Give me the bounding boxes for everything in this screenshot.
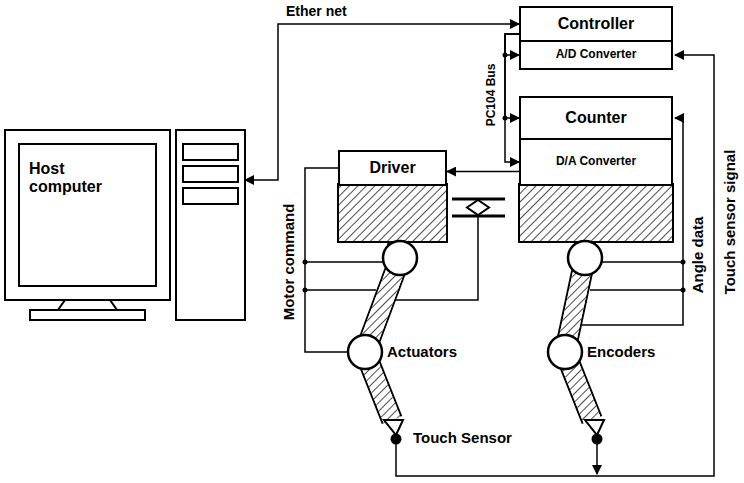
node-text: A/D Converter xyxy=(556,48,637,62)
signal-label: Motor command xyxy=(281,204,298,321)
converter-box: A/D Converter xyxy=(519,40,673,70)
connector xyxy=(505,34,519,162)
driver-box: Driver xyxy=(338,150,447,186)
encoder-joint xyxy=(568,241,602,275)
connector xyxy=(447,171,519,173)
tower-case xyxy=(176,130,245,320)
signal-label: Touch sensor signal xyxy=(722,150,739,295)
actuator-joint xyxy=(348,335,382,369)
computer-illustration xyxy=(5,130,245,320)
encoder-arm xyxy=(548,241,604,445)
node-text: Controller xyxy=(558,15,634,33)
controller-box: Controller xyxy=(519,6,673,42)
drive-slot xyxy=(183,144,238,160)
node-text: D/A Converter xyxy=(556,155,636,169)
touch-sensor-dot xyxy=(592,434,603,445)
drive-slot xyxy=(183,166,238,182)
edge-label: Ether net xyxy=(286,4,347,19)
robot-base xyxy=(338,184,447,242)
node-text: Counter xyxy=(565,109,626,127)
sensor-tip xyxy=(585,420,604,435)
touch-wire xyxy=(596,444,598,474)
node-text: Driver xyxy=(369,159,415,177)
converter-box: D/A Converter xyxy=(519,138,673,186)
monitor-base xyxy=(30,310,145,320)
coupling-symbol xyxy=(452,199,505,216)
angle-wire xyxy=(602,261,683,263)
bus-label: PC104 Bus xyxy=(485,64,498,127)
part-label: Touch Sensor xyxy=(413,430,512,447)
part-label: Actuators xyxy=(387,344,457,361)
junction-dot xyxy=(503,53,508,58)
connector xyxy=(505,34,519,55)
motor-wire xyxy=(305,168,348,352)
encoder-joint xyxy=(548,335,582,369)
monitor-stand xyxy=(58,300,117,310)
touch-wire xyxy=(396,55,714,476)
signal-label: Angle data xyxy=(690,217,707,294)
junction-dots xyxy=(303,260,686,293)
sensor-tip xyxy=(384,420,403,435)
actuator-joint xyxy=(383,241,417,275)
connector xyxy=(505,34,519,118)
motor-wire xyxy=(305,289,376,291)
monitor-case xyxy=(5,130,170,300)
touch-sensor-dot xyxy=(391,434,402,445)
node-text: Host computer xyxy=(29,130,141,197)
actuator-arm xyxy=(348,241,417,445)
drive-slot xyxy=(183,188,238,204)
part-label: Encoders xyxy=(587,344,655,361)
motor-wire xyxy=(305,261,383,263)
host-computer: Host computer xyxy=(5,130,245,322)
counter-box: Counter xyxy=(519,96,673,140)
robot-base xyxy=(519,184,673,242)
angle-wire xyxy=(590,289,683,291)
junction-dot xyxy=(503,116,508,121)
